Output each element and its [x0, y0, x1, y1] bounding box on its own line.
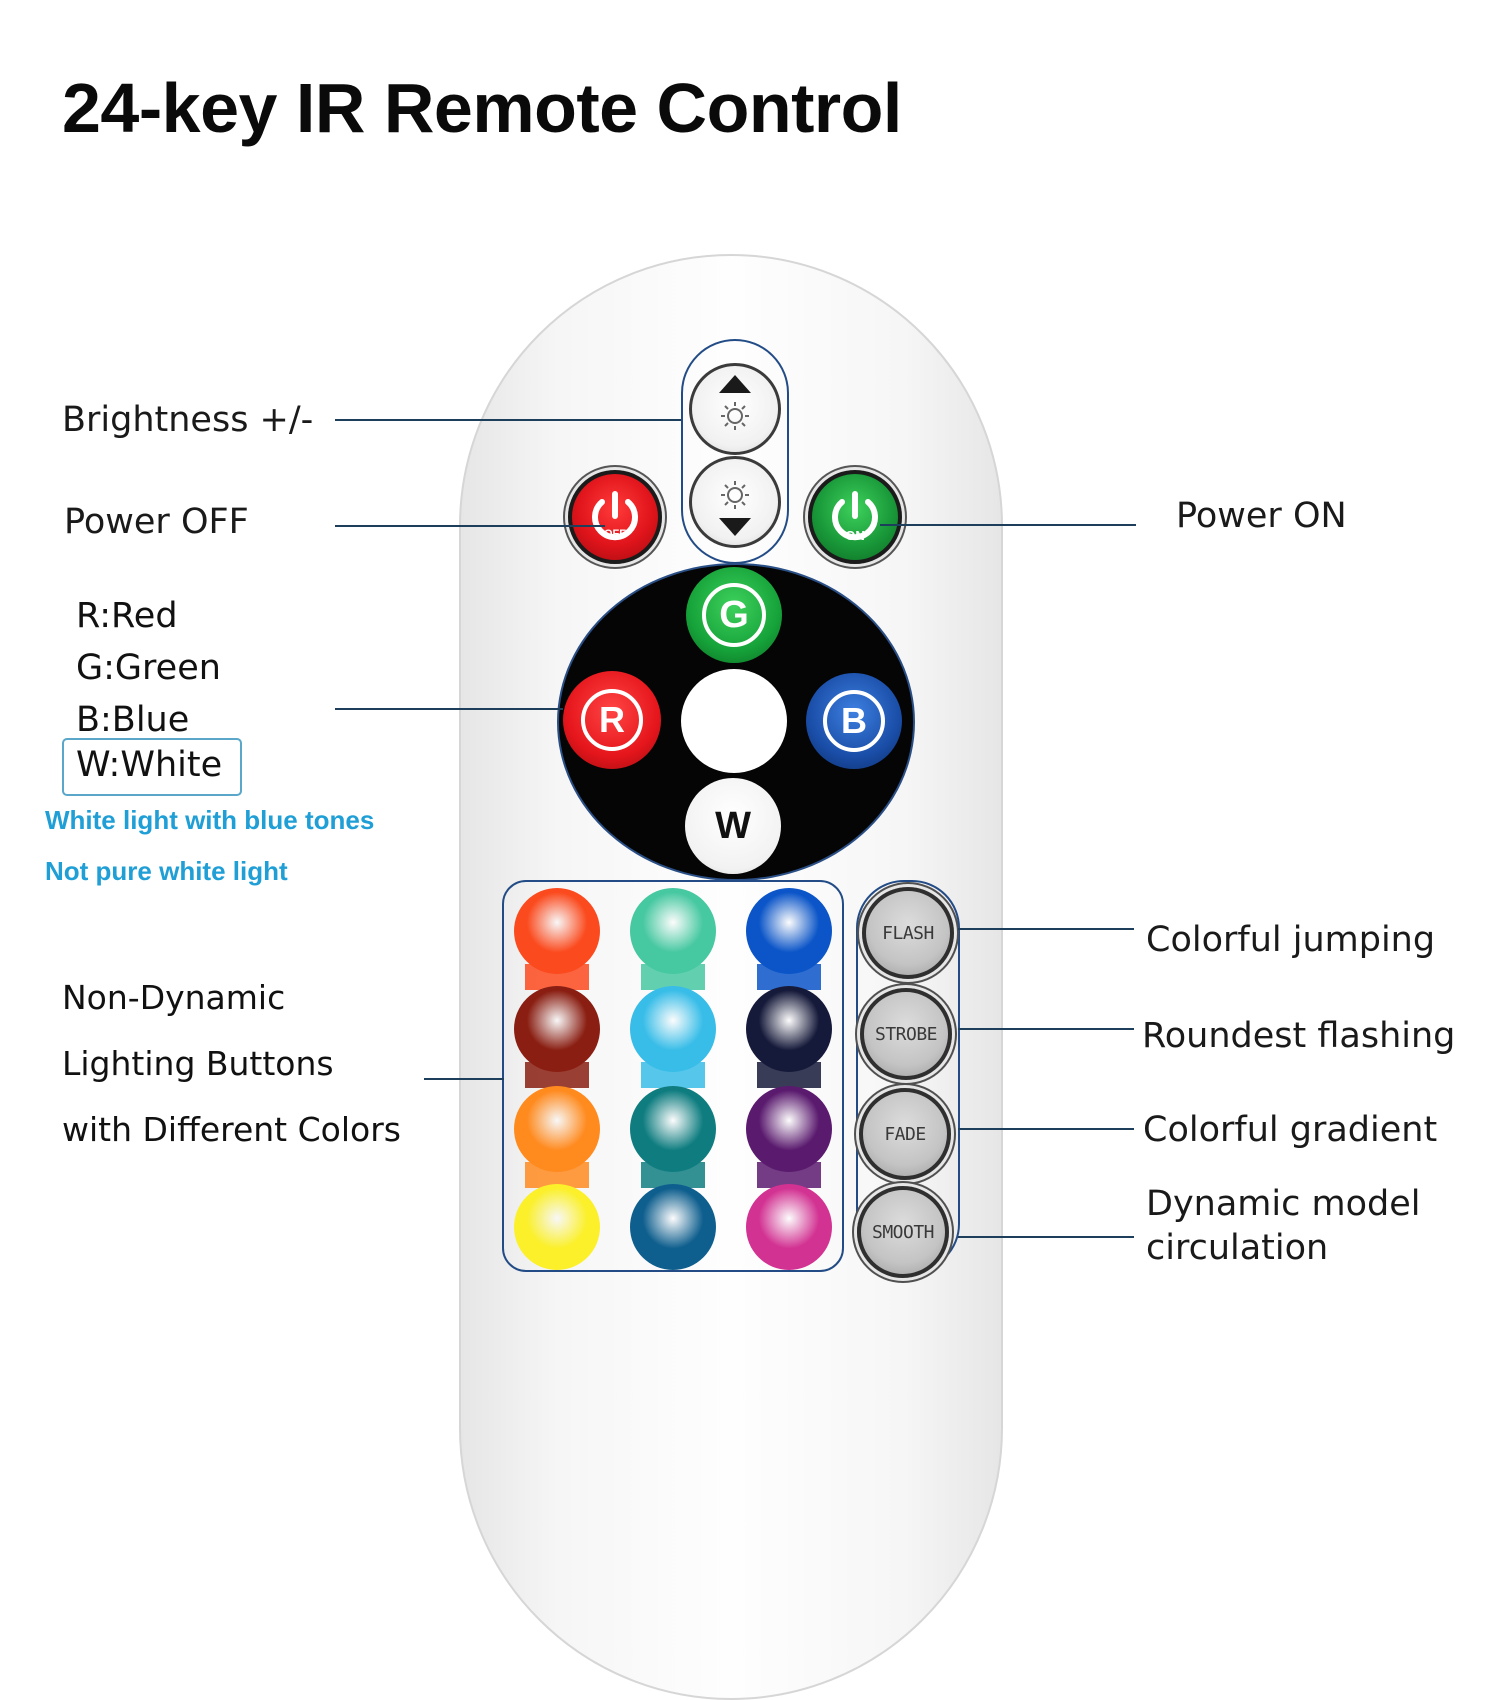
white-button-label: W	[715, 804, 751, 847]
color-button-r2-c1[interactable]	[514, 986, 600, 1072]
legend-white: W:White	[76, 745, 223, 785]
fade-callout: Colorful gradient	[1143, 1110, 1438, 1150]
color-button-r1-c2[interactable]	[630, 888, 716, 974]
power-on-leader	[880, 524, 1136, 526]
rgb-leader	[335, 708, 563, 710]
white-legend-box	[62, 738, 242, 796]
color-button-r4-c3[interactable]	[746, 1184, 832, 1270]
red-button-label: R	[599, 699, 625, 740]
color-button-r3-c3[interactable]	[746, 1086, 832, 1172]
color-button-r4-c2[interactable]	[630, 1184, 716, 1270]
power-off-label: OFF	[604, 528, 626, 540]
blue-button-ring	[823, 690, 885, 752]
color-button-r3-c2[interactable]	[630, 1086, 716, 1172]
fade-button[interactable]: FADE	[859, 1088, 951, 1180]
brightness-callout: Brightness +/-	[62, 400, 314, 440]
non-dynamic-line-2: Lighting Buttons	[62, 1044, 334, 1083]
smooth-leader	[958, 1236, 1134, 1238]
red-button-ring	[581, 689, 643, 751]
power-off-button[interactable]: OFF	[568, 470, 662, 564]
strobe-button[interactable]: STROBE	[860, 988, 952, 1080]
legend-blue: B:Blue	[76, 700, 190, 740]
color-button-r1-c1[interactable]	[514, 888, 600, 974]
power-off-callout: Power OFF	[64, 502, 249, 542]
blue-button-label: B	[841, 700, 867, 741]
white-button[interactable]: W	[685, 778, 781, 874]
strobe-callout: Roundest flashing	[1142, 1016, 1456, 1056]
power-on-label: ON	[845, 528, 865, 543]
color-button-r3-c1[interactable]	[514, 1086, 600, 1172]
blue-button[interactable]: B	[806, 673, 902, 769]
green-button-ring	[702, 583, 766, 647]
legend-red: R:Red	[76, 596, 178, 636]
flash-callout: Colorful jumping	[1146, 920, 1436, 960]
fade-leader	[958, 1128, 1134, 1130]
center-white-dot	[681, 669, 787, 773]
rgb-legend: R:Red G:Green B:Blue	[76, 590, 221, 746]
non-dynamic-line-1: Non-Dynamic	[62, 978, 286, 1017]
brightness-down-button[interactable]	[689, 456, 781, 548]
brightness-up-icon	[719, 375, 751, 430]
power-off-icon	[592, 491, 638, 541]
non-dynamic-line-3: with Different Colors	[62, 1110, 401, 1149]
color-button-r2-c3[interactable]	[746, 986, 832, 1072]
flash-leader	[958, 928, 1134, 930]
smooth-button-label: SMOOTH	[871, 1221, 935, 1243]
power-on-button[interactable]: ON	[808, 470, 902, 564]
flash-button-label: FLASH	[882, 922, 934, 944]
color-button-r1-c3[interactable]	[746, 888, 832, 974]
color-button-r4-c1[interactable]	[514, 1184, 600, 1270]
brightness-leader	[335, 419, 681, 421]
color-pad-group	[502, 880, 844, 1272]
white-note-1: White light with blue tones	[45, 805, 375, 835]
power-on-callout: Power ON	[1176, 496, 1347, 536]
green-button[interactable]: G	[686, 567, 782, 663]
color-button-r2-c2[interactable]	[630, 986, 716, 1072]
smooth-callout-line-1: Dynamic model	[1146, 1184, 1421, 1224]
red-button[interactable]: R	[563, 671, 661, 769]
white-note-2: Not pure white light	[45, 856, 288, 886]
strobe-leader	[958, 1028, 1134, 1030]
non-dynamic-leader	[424, 1078, 504, 1080]
smooth-callout-line-2: circulation	[1146, 1228, 1329, 1268]
smooth-button[interactable]: SMOOTH	[857, 1186, 949, 1278]
brightness-up-button[interactable]	[689, 363, 781, 455]
flash-button[interactable]: FLASH	[862, 887, 954, 979]
power-on-icon	[832, 491, 878, 541]
brightness-down-icon	[719, 481, 751, 536]
page-title: 24-key IR Remote Control	[62, 69, 902, 147]
strobe-button-label: STROBE	[874, 1023, 938, 1045]
fade-button-label: FADE	[884, 1123, 926, 1145]
legend-green: G:Green	[76, 648, 221, 688]
power-off-leader	[335, 525, 605, 527]
green-button-label: G	[719, 593, 749, 636]
